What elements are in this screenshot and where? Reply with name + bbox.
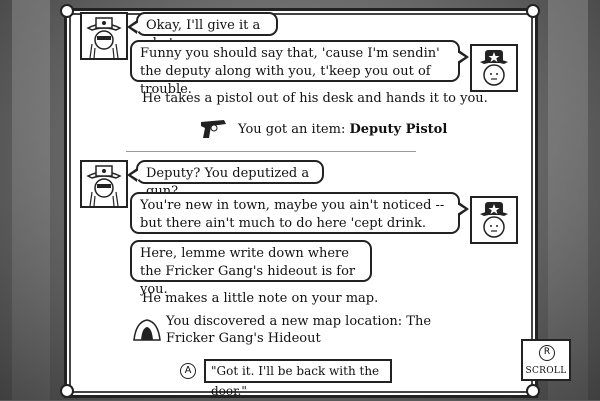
scroll-button[interactable]: R SCROLL [521, 339, 571, 381]
dialogue-choice-button[interactable]: "Got it. I'll be back with the door." [204, 359, 392, 398]
sheriff-speech-bubble: Funny you should say that, 'cause I'm se… [130, 40, 469, 97]
pistol-icon [201, 120, 226, 138]
cowboy-portrait-icon [86, 17, 122, 59]
player-portrait [80, 160, 128, 208]
player-speech-bubble: Okay, I'll give it a shot. [127, 12, 278, 51]
cowboy-portrait-icon [86, 165, 122, 207]
sheriff-speech-bubble: Here, lemme write down where the Fricker… [130, 240, 372, 297]
item-name: Deputy Pistol [349, 122, 448, 137]
narration-text: He makes a little note on your map. [142, 291, 379, 306]
item-notice-prefix: You got an item: [238, 122, 350, 137]
dialogue-text: Funny you should say that, 'cause I'm se… [140, 46, 440, 97]
panel-corner-knot [60, 4, 74, 18]
sheriff-portrait [470, 44, 518, 92]
player-portrait [80, 12, 128, 60]
dialogue-text: You're new in town, maybe you ain't noti… [140, 198, 445, 231]
sheriff-portrait [470, 196, 518, 244]
cave-icon [133, 319, 161, 341]
choice-text: "Got it. I'll be back with the door." [211, 364, 380, 398]
narration-text: He takes a pistol out of his desk and ha… [142, 91, 488, 106]
scroll-label: SCROLL [525, 366, 567, 376]
section-divider [126, 151, 416, 152]
panel-corner-knot [526, 4, 540, 18]
a-button-icon: A [180, 363, 196, 379]
background-light-streak [12, 0, 50, 400]
location-notice: You discovered a new map location: The F… [166, 314, 432, 346]
panel-corner-knot [60, 384, 74, 398]
r-button-icon: R [539, 345, 555, 361]
sheriff-portrait-icon [480, 202, 508, 238]
sheriff-portrait-icon [480, 50, 508, 86]
dialogue-text: Here, lemme write down where the Fricker… [140, 246, 356, 297]
panel-corner-knot [526, 384, 540, 398]
item-notice: You got an item: Deputy Pistol [238, 121, 447, 138]
player-speech-bubble: Deputy? You deputized a gun? [127, 160, 324, 199]
sheriff-speech-bubble: You're new in town, maybe you ain't noti… [130, 192, 469, 234]
background-light-streak [548, 0, 588, 400]
